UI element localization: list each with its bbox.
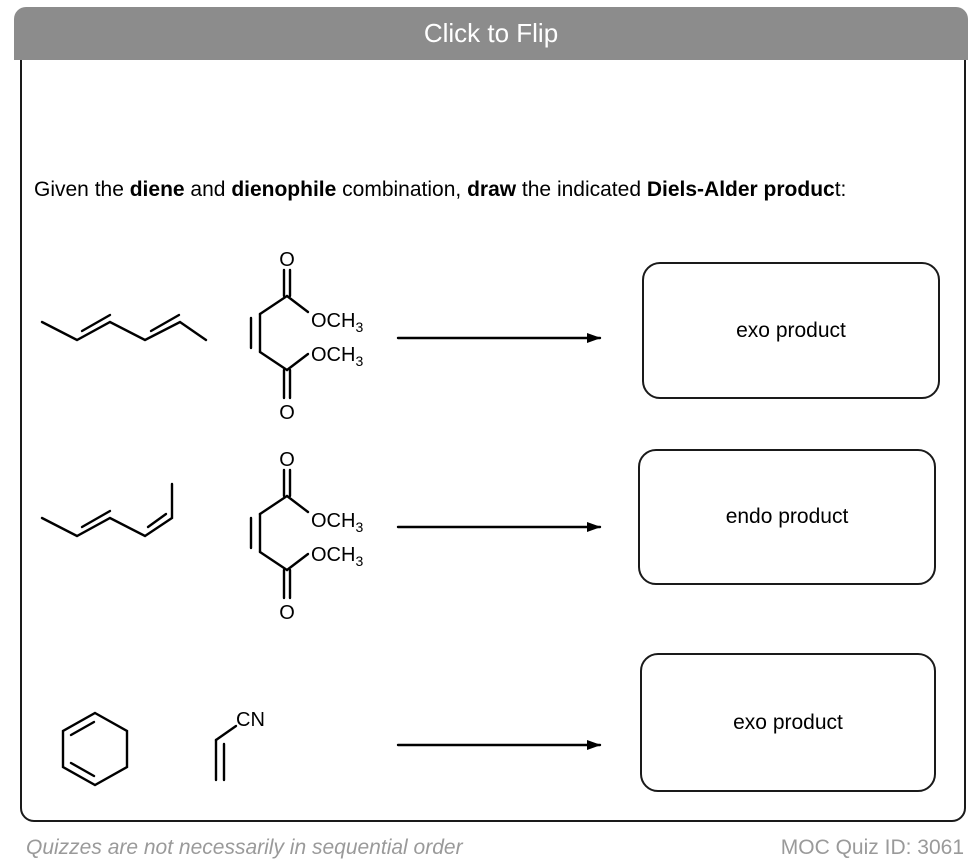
dienophile-acrylonitrile <box>214 724 238 782</box>
product-box-exo-1[interactable]: exo product <box>642 262 940 399</box>
ester-label-1a: OCH3 <box>311 310 363 335</box>
footer-note: Quizzes are not necessarily in sequentia… <box>26 836 463 859</box>
quiz-id: MOC Quiz ID: 3061 <box>780 836 964 859</box>
ester-label-2b: OCH3 <box>311 544 363 569</box>
nitrile-label: CN <box>236 709 265 731</box>
click-to-flip-button[interactable]: Click to Flip <box>14 7 968 60</box>
carbonyl-oxygen-2a: O <box>279 449 295 471</box>
product-label: exo product <box>733 710 843 734</box>
dienophile-dimethyl-maleate-2 <box>249 468 310 600</box>
dienophile-dimethyl-maleate-1 <box>249 268 310 400</box>
product-label: endo product <box>725 505 849 528</box>
product-label: exo product <box>736 318 846 342</box>
carbonyl-oxygen-1a: O <box>279 249 295 271</box>
carbonyl-oxygen-2b: O <box>279 602 295 624</box>
product-box-exo-2[interactable]: exo product <box>640 653 936 792</box>
ester-label-1b: OCH3 <box>311 344 363 369</box>
diene-ez-hexadiene <box>40 482 174 538</box>
ester-label-2a: OCH3 <box>311 510 363 535</box>
click-to-flip-label: Click to Flip <box>423 18 559 48</box>
diene-cyclohexadiene <box>61 711 129 787</box>
carbonyl-oxygen-1b: O <box>279 402 295 424</box>
question-prompt: Given the diene and dienophile combinati… <box>34 178 847 201</box>
product-box-endo[interactable]: endo product <box>638 449 936 585</box>
diene-ee-hexadiene <box>40 313 208 342</box>
